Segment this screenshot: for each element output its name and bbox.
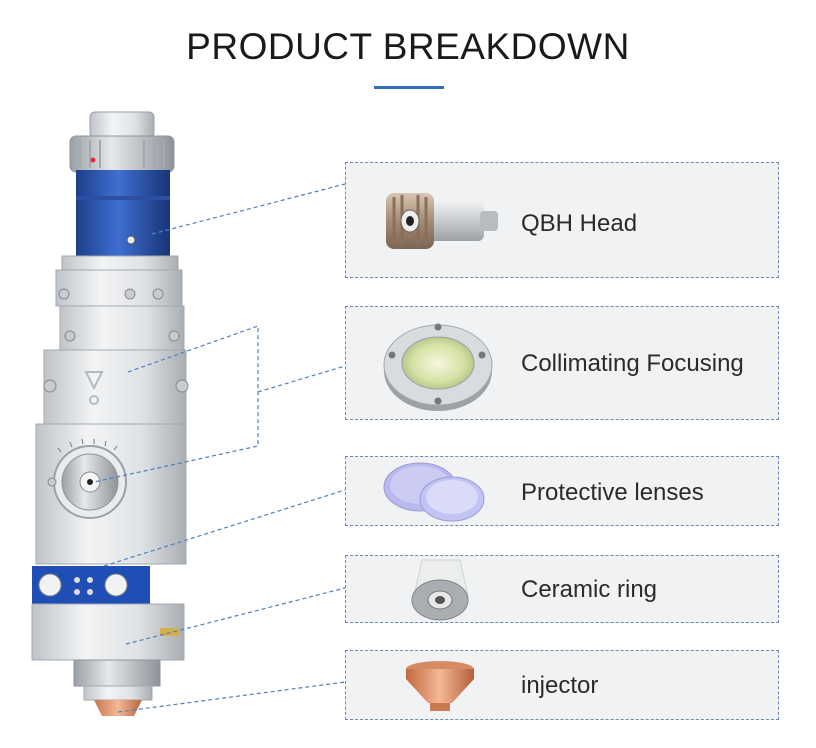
- component-label-ceramic-ring: Ceramic ring: [521, 576, 658, 603]
- qbh-head-image: [386, 193, 498, 249]
- nozzle-injector-image: [406, 661, 474, 711]
- component-card-ceramic-ring: Ceramic ring: [345, 555, 779, 623]
- component-card-qbh-head: QBH Head: [345, 162, 779, 278]
- ceramic-ring-image: [411, 559, 469, 621]
- component-card-collimating-focusing: Collimating Focusing: [345, 306, 779, 420]
- protective-lenses-image: [383, 462, 485, 522]
- page-title: PRODUCT BREAKDOWN: [186, 26, 630, 67]
- component-label-collimating-focusing: Collimating Focusing: [521, 350, 744, 377]
- component-label-protective-lenses: Protective lenses: [521, 479, 704, 506]
- component-label-injector: injector: [521, 672, 599, 699]
- collimating-lens-image: [383, 323, 493, 411]
- component-card-injector: injector: [345, 650, 779, 720]
- component-label-qbh-head: QBH Head: [521, 210, 638, 237]
- component-card-protective-lenses: Protective lenses: [345, 456, 779, 526]
- title-underline: [374, 86, 444, 89]
